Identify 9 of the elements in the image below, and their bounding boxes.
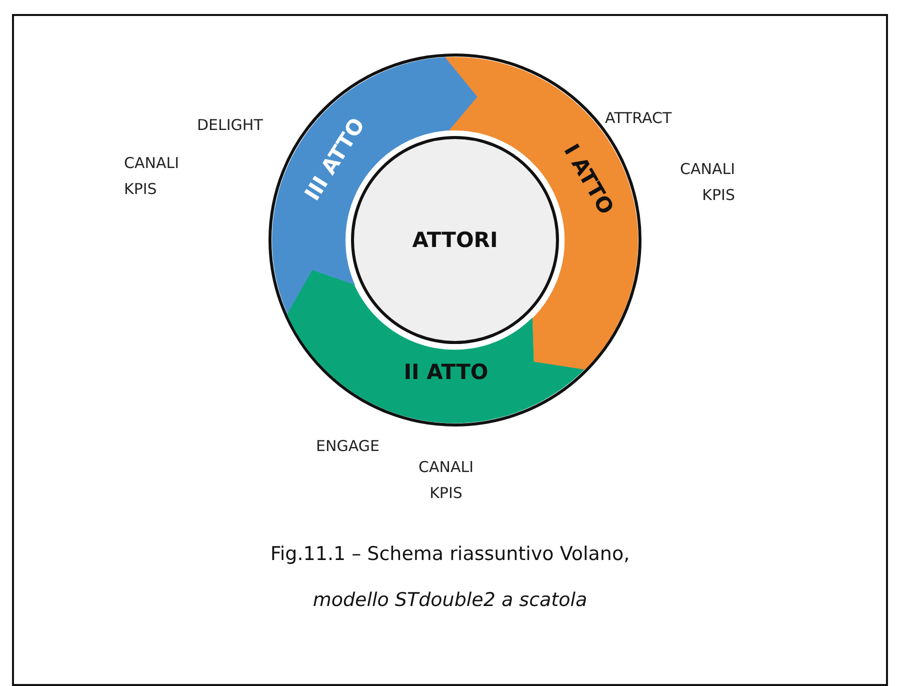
stage-note: ENGAGE xyxy=(316,436,380,457)
stage-note: CANALI KPIS xyxy=(124,153,179,200)
stage-note: DELIGHT xyxy=(197,115,263,136)
figure-caption: Fig.11.1 – Schema riassuntivo Volano, modello STdouble2 a scatola xyxy=(269,545,631,610)
center-label: ATTORI xyxy=(412,228,498,252)
stage-note: CANALI KPIS xyxy=(418,457,474,504)
stage-note: ATTRACT xyxy=(605,108,672,129)
stage-note: CANALI KPIS xyxy=(680,159,735,206)
segment-label: II ATTO xyxy=(404,362,488,384)
